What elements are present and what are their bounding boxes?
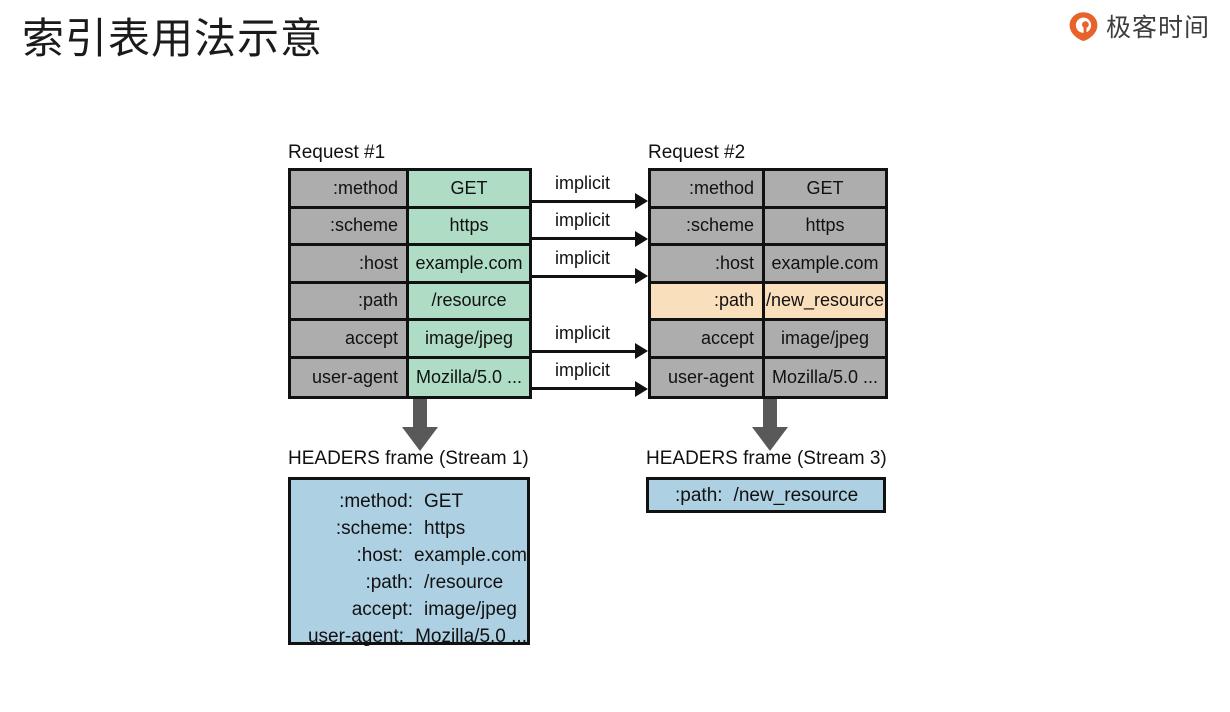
frame-value: https	[424, 518, 466, 539]
header-name-cell: :scheme	[291, 208, 409, 243]
frame-value: GET	[424, 491, 464, 512]
frame1-label: HEADERS frame (Stream 1)	[288, 448, 529, 469]
frame-line: :path: /new_resource	[649, 482, 858, 509]
frame-value: image/jpeg	[424, 599, 517, 620]
frame-key: user-agent:	[307, 626, 405, 647]
implicit-label: implicit	[555, 360, 611, 380]
frame-line: user-agent: Mozilla/5.0 ...	[291, 623, 527, 650]
header-name-cell: user-agent	[291, 358, 409, 396]
frame-value: Mozilla/5.0 ...	[415, 626, 527, 647]
header-name-cell: :host	[651, 246, 765, 281]
header-name-cell: accept	[291, 321, 409, 356]
table-row: :path/resource	[291, 283, 529, 321]
header-value-cell: example.com	[409, 246, 529, 281]
header-name-cell: :path	[651, 283, 765, 318]
implicit-label: implicit	[555, 210, 611, 230]
header-value-cell: https	[765, 208, 885, 243]
frame2-label: HEADERS frame (Stream 3)	[646, 448, 887, 469]
header-name-cell: :method	[291, 171, 409, 206]
request1-label: Request #1	[288, 142, 386, 163]
header-name-cell: accept	[651, 321, 765, 356]
implicit-arrow-head	[635, 193, 648, 209]
implicit-arrow-line	[532, 387, 637, 390]
geek-time-logo-icon	[1068, 11, 1099, 42]
frame-line: accept: image/jpeg	[291, 596, 527, 623]
frame-value: /new_resource	[733, 484, 859, 506]
header-value-cell: GET	[409, 171, 529, 206]
frame-key: :scheme:	[335, 518, 413, 539]
frame-line: :scheme: https	[291, 515, 527, 542]
header-value-cell: https	[409, 208, 529, 243]
header-value-cell: image/jpeg	[409, 321, 529, 356]
header-name-cell: :method	[651, 171, 765, 206]
frame-value: /resource	[424, 572, 504, 593]
frame-key: accept:	[351, 599, 413, 620]
implicit-arrow-line	[532, 237, 637, 240]
implicit-arrow-head	[635, 380, 648, 397]
header-name-cell: :path	[291, 283, 409, 318]
frame-key: :path:	[365, 572, 413, 593]
implicit-label: implicit	[555, 322, 611, 343]
down-arrow-stream1	[402, 399, 438, 451]
implicit-label: implicit	[555, 247, 611, 268]
header-value-cell: /new_resource	[765, 283, 885, 318]
page-title: 索引表用法示意	[22, 15, 324, 62]
request2-label: Request #2	[648, 142, 746, 163]
down-arrow-stream3	[752, 399, 788, 451]
implicit-arrow-line	[532, 199, 637, 203]
table-row: :path/new_resource	[651, 283, 885, 321]
implicit-arrow-head	[635, 230, 648, 247]
implicit-arrow-head	[635, 268, 648, 284]
header-value-cell: GET	[765, 171, 885, 206]
frame-key: :method:	[339, 491, 413, 512]
implicit-label: implicit	[555, 172, 611, 193]
header-value-cell: example.com	[765, 246, 885, 281]
header-name-cell: :scheme	[651, 208, 765, 243]
headers-frame-stream3: :path: /new_resource	[646, 477, 886, 513]
header-value-cell: /resource	[409, 283, 529, 318]
header-value-cell: image/jpeg	[765, 321, 885, 356]
header-value-cell: Mozilla/5.0 ...	[409, 358, 529, 396]
brand-name: 极客时间	[1105, 14, 1210, 42]
implicit-arrow-line	[532, 274, 637, 278]
frame-key: :host:	[356, 545, 403, 566]
header-name-cell: user-agent	[651, 358, 765, 396]
implicit-arrow-head	[635, 343, 648, 359]
frame-line: :path: /resource	[291, 569, 527, 596]
frame-value: example.com	[414, 545, 527, 566]
implicit-arrow-line	[532, 349, 637, 353]
header-value-cell: Mozilla/5.0 ...	[765, 358, 885, 396]
frame-key: :path:	[675, 484, 723, 506]
frame-line: :host: example.com	[291, 542, 527, 569]
frame-line: :method: GET	[291, 488, 527, 515]
brand-logo: 极客时间	[1068, 8, 1210, 44]
headers-frame-stream1: :method: GET :scheme: https :host: example.co…	[288, 477, 530, 647]
header-name-cell: :host	[291, 246, 409, 281]
